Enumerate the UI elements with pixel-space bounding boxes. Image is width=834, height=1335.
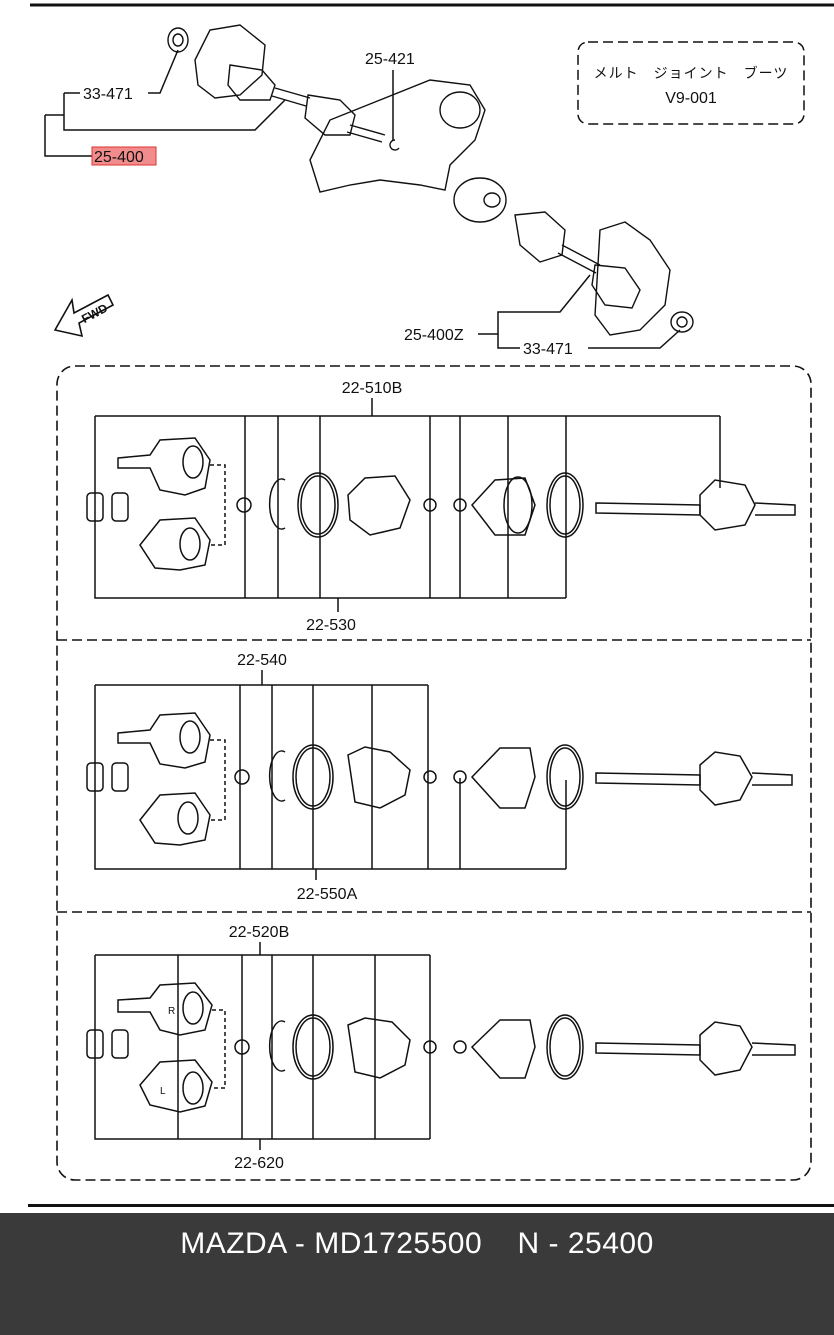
panel-3-mark-right: R	[168, 1006, 175, 1017]
caption-bar: MAZDA - MD1725500 N - 25400	[0, 1213, 834, 1335]
fwd-label: FWD	[79, 301, 110, 326]
right-outer-boot	[591, 264, 641, 309]
left-knuckle	[194, 24, 266, 99]
bearing-bore	[483, 192, 501, 208]
note-line-1: メルト ジョイント ブーツ	[594, 65, 789, 81]
callout-33-471-top: 33-471	[83, 86, 133, 103]
leader-33-471-bottom	[588, 329, 681, 349]
panel-1-top-label: 22-510B	[342, 380, 403, 397]
leader-25-400z-branch	[497, 334, 520, 349]
intermediate-bearing	[453, 177, 507, 223]
callout-33-471-bottom: 33-471	[523, 341, 573, 358]
left-nut-bore	[172, 33, 184, 47]
left-nut	[167, 27, 189, 53]
leader-25-400	[44, 114, 92, 157]
panel-2-bottom-label: 22-550A	[297, 886, 358, 903]
upper-assembly-drawing	[167, 24, 694, 336]
leader-bracket-left	[63, 92, 286, 131]
note-box	[577, 41, 805, 125]
circlip-25-421	[389, 139, 400, 151]
panel-3-mark-left: L	[160, 1086, 166, 1097]
left-shaft-upper	[274, 87, 311, 99]
case-boss	[439, 91, 481, 129]
leader-25-400z	[478, 274, 591, 335]
bottom-border-rule	[28, 1204, 834, 1207]
transaxle-case	[309, 79, 486, 193]
panel-1	[86, 398, 796, 612]
left-stub-shaft	[349, 124, 386, 136]
callout-25-400z: 25-400Z	[404, 327, 464, 344]
fwd-arrow-icon: FWD	[53, 293, 115, 338]
upper-leaders	[44, 49, 681, 349]
right-knuckle	[594, 221, 671, 336]
panel-3-bottom-label: 22-620	[234, 1155, 284, 1172]
note-line-2: V9-001	[665, 90, 717, 107]
right-nut	[670, 311, 694, 333]
right-shaft-upper	[561, 244, 601, 266]
panel-2	[86, 670, 793, 880]
panel-3	[86, 942, 796, 1150]
part-number-caption: MAZDA - MD1725500 N - 25400	[180, 1227, 654, 1260]
leader-33-471-top	[148, 49, 179, 94]
kit-panels-frame	[56, 365, 812, 1181]
left-shaft-lower	[271, 95, 307, 107]
callout-25-400: 25-400	[94, 149, 144, 166]
highlight-25-400	[91, 146, 157, 166]
left-stub-shaft-edge	[346, 131, 383, 143]
left-inner-boot	[304, 94, 356, 136]
right-inner-boot	[514, 211, 566, 263]
left-outer-boot	[227, 64, 276, 101]
panel-1-bottom-label: 22-530	[306, 617, 356, 634]
parts-diagram: 33-471 25-400 25-421 25-400Z 33-471 メルト …	[28, 3, 834, 1207]
callout-25-421: 25-421	[365, 51, 415, 68]
panel-3-top-label: 22-520B	[229, 924, 290, 941]
panel-2-top-label: 22-540	[237, 652, 287, 669]
diagram-canvas: 33-471 25-400 25-421 25-400Z 33-471 メルト …	[30, 3, 834, 1181]
right-nut-bore	[676, 316, 688, 328]
right-shaft-lower	[557, 252, 597, 274]
